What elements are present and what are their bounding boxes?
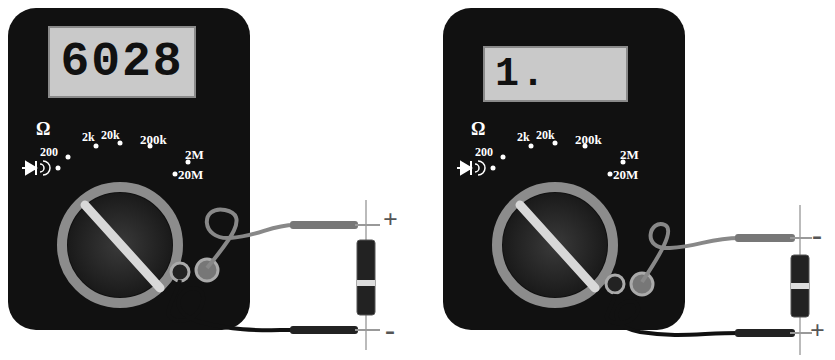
- multimeter-right: [443, 8, 812, 355]
- lcd-display: 6028: [48, 26, 196, 98]
- polarity-sign: -: [385, 315, 395, 345]
- range-label: Ω: [36, 120, 50, 138]
- range-label: 200k: [140, 133, 167, 146]
- range-label: Ω: [471, 120, 485, 138]
- display-reading: 1.: [495, 52, 547, 97]
- range-label: 200: [40, 146, 58, 158]
- range-label: 2M: [185, 148, 204, 161]
- range-label: 20M: [178, 168, 203, 181]
- range-label: 2M: [620, 148, 639, 161]
- polarity-sign: -: [812, 220, 822, 250]
- polarity-sign: +: [810, 318, 825, 344]
- range-label: 200k: [575, 133, 602, 146]
- range-label: 20k: [536, 129, 555, 141]
- range-label: 2k: [517, 131, 530, 143]
- polarity-sign: +: [383, 207, 398, 233]
- lcd-display: 1.: [483, 46, 628, 102]
- range-label: 200: [475, 146, 493, 158]
- display-reading: 6028: [60, 35, 183, 89]
- range-label: 20k: [101, 129, 120, 141]
- multimeter-left: [8, 8, 380, 350]
- range-label: 2k: [82, 131, 95, 143]
- range-label: 20M: [613, 168, 638, 181]
